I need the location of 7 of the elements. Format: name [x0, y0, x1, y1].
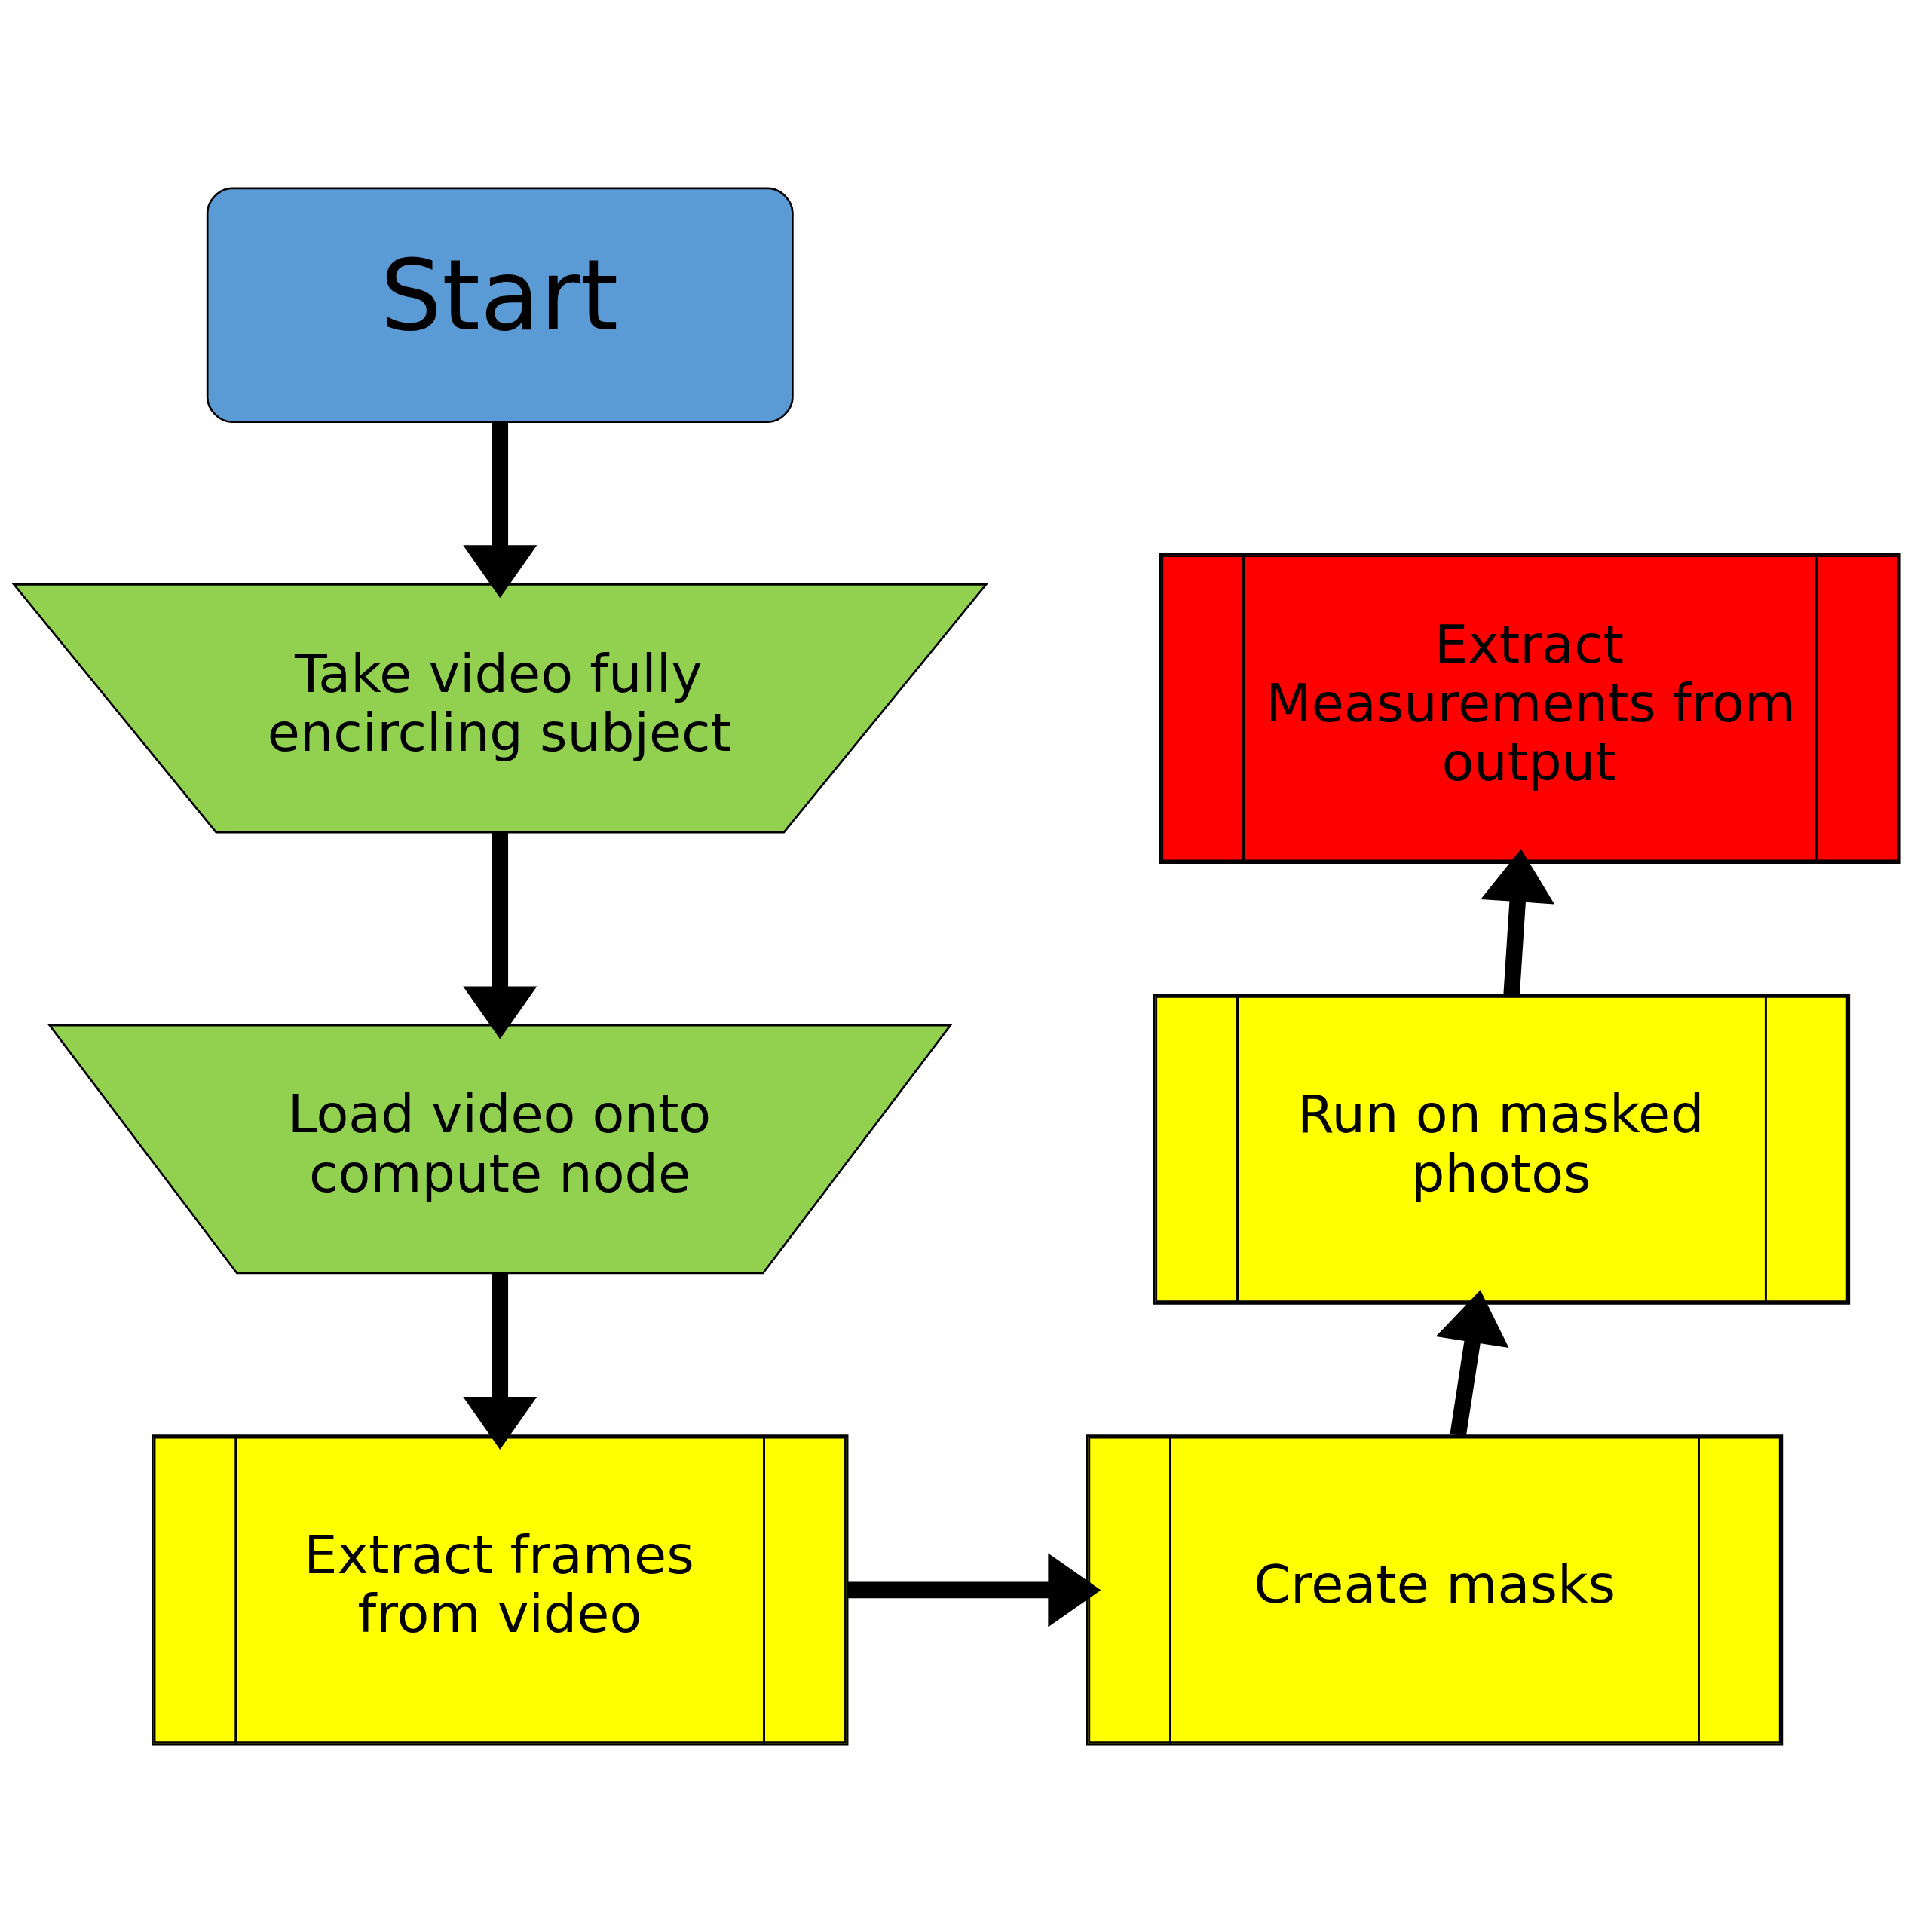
node-box: Start [206, 186, 794, 423]
arrow [463, 1272, 537, 1450]
arrow [847, 1552, 1101, 1627]
arrow [463, 832, 537, 1039]
arrow [463, 421, 537, 598]
arrow [1435, 1289, 1509, 1437]
arrow [1481, 848, 1555, 995]
